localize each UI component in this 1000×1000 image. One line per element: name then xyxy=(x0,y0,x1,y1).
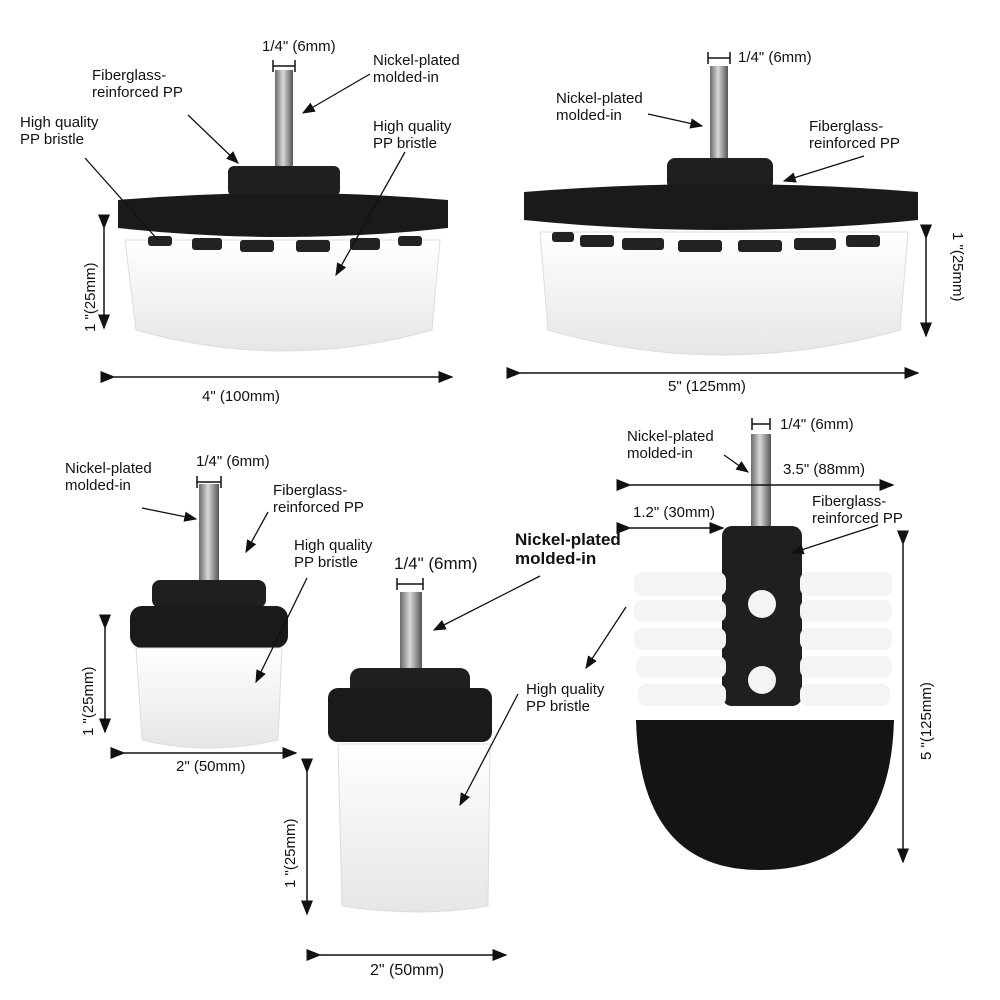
brush-corner-shank-size: 1/4" (6mm) xyxy=(780,416,854,433)
brush-2in-short-width-dim: 2" (50mm) xyxy=(176,758,246,775)
brush-5in-graphic xyxy=(506,52,932,379)
brush-corner-graphic xyxy=(585,418,909,870)
brush-2in-short-graphic xyxy=(99,476,308,759)
brush-5in-width-dim: 5" (125mm) xyxy=(668,378,746,395)
brush-4in-height-dim: 1 "(25mm) xyxy=(82,262,99,333)
brush-4in-width-dim: 4" (100mm) xyxy=(202,388,280,405)
brush-4in-graphic xyxy=(84,60,454,383)
brush-2in-long-graphic xyxy=(301,575,541,961)
brush-2in-short-fiberglass-label: Fiberglass-reinforced PP xyxy=(273,482,364,516)
brush-5in-height-dim: 1 "(25mm) xyxy=(949,232,966,302)
brush-4in-fiberglass-label: Fiberglass-reinforced PP xyxy=(92,67,183,101)
brush-2in-long-shank-size: 1/4" (6mm) xyxy=(394,554,478,573)
brush-corner-neck-dim: 1.2" (30mm) xyxy=(633,504,716,521)
brush-corner-height-dim: 5 "(125mm) xyxy=(918,682,935,760)
brush-2in-short-height-dim: 1 "(25mm) xyxy=(80,666,97,737)
brush-5in-shank-size: 1/4" (6mm) xyxy=(738,49,812,66)
brush-5in-fiberglass-label: Fiberglass-reinforced PP xyxy=(809,118,900,152)
brush-2in-long-height-dim: 1 "(25mm) xyxy=(282,818,299,889)
brush-2in-long-width-dim: 2" (50mm) xyxy=(370,962,445,979)
brush-4in-shank-size: 1/4" (6mm) xyxy=(262,38,336,55)
brush-2in-short-shank-size: 1/4" (6mm) xyxy=(196,453,270,470)
brush-corner-fiberglass-label: Fiberglass-reinforced PP xyxy=(812,493,903,527)
brush-corner-width-dim: 3.5" (88mm) xyxy=(783,461,866,478)
